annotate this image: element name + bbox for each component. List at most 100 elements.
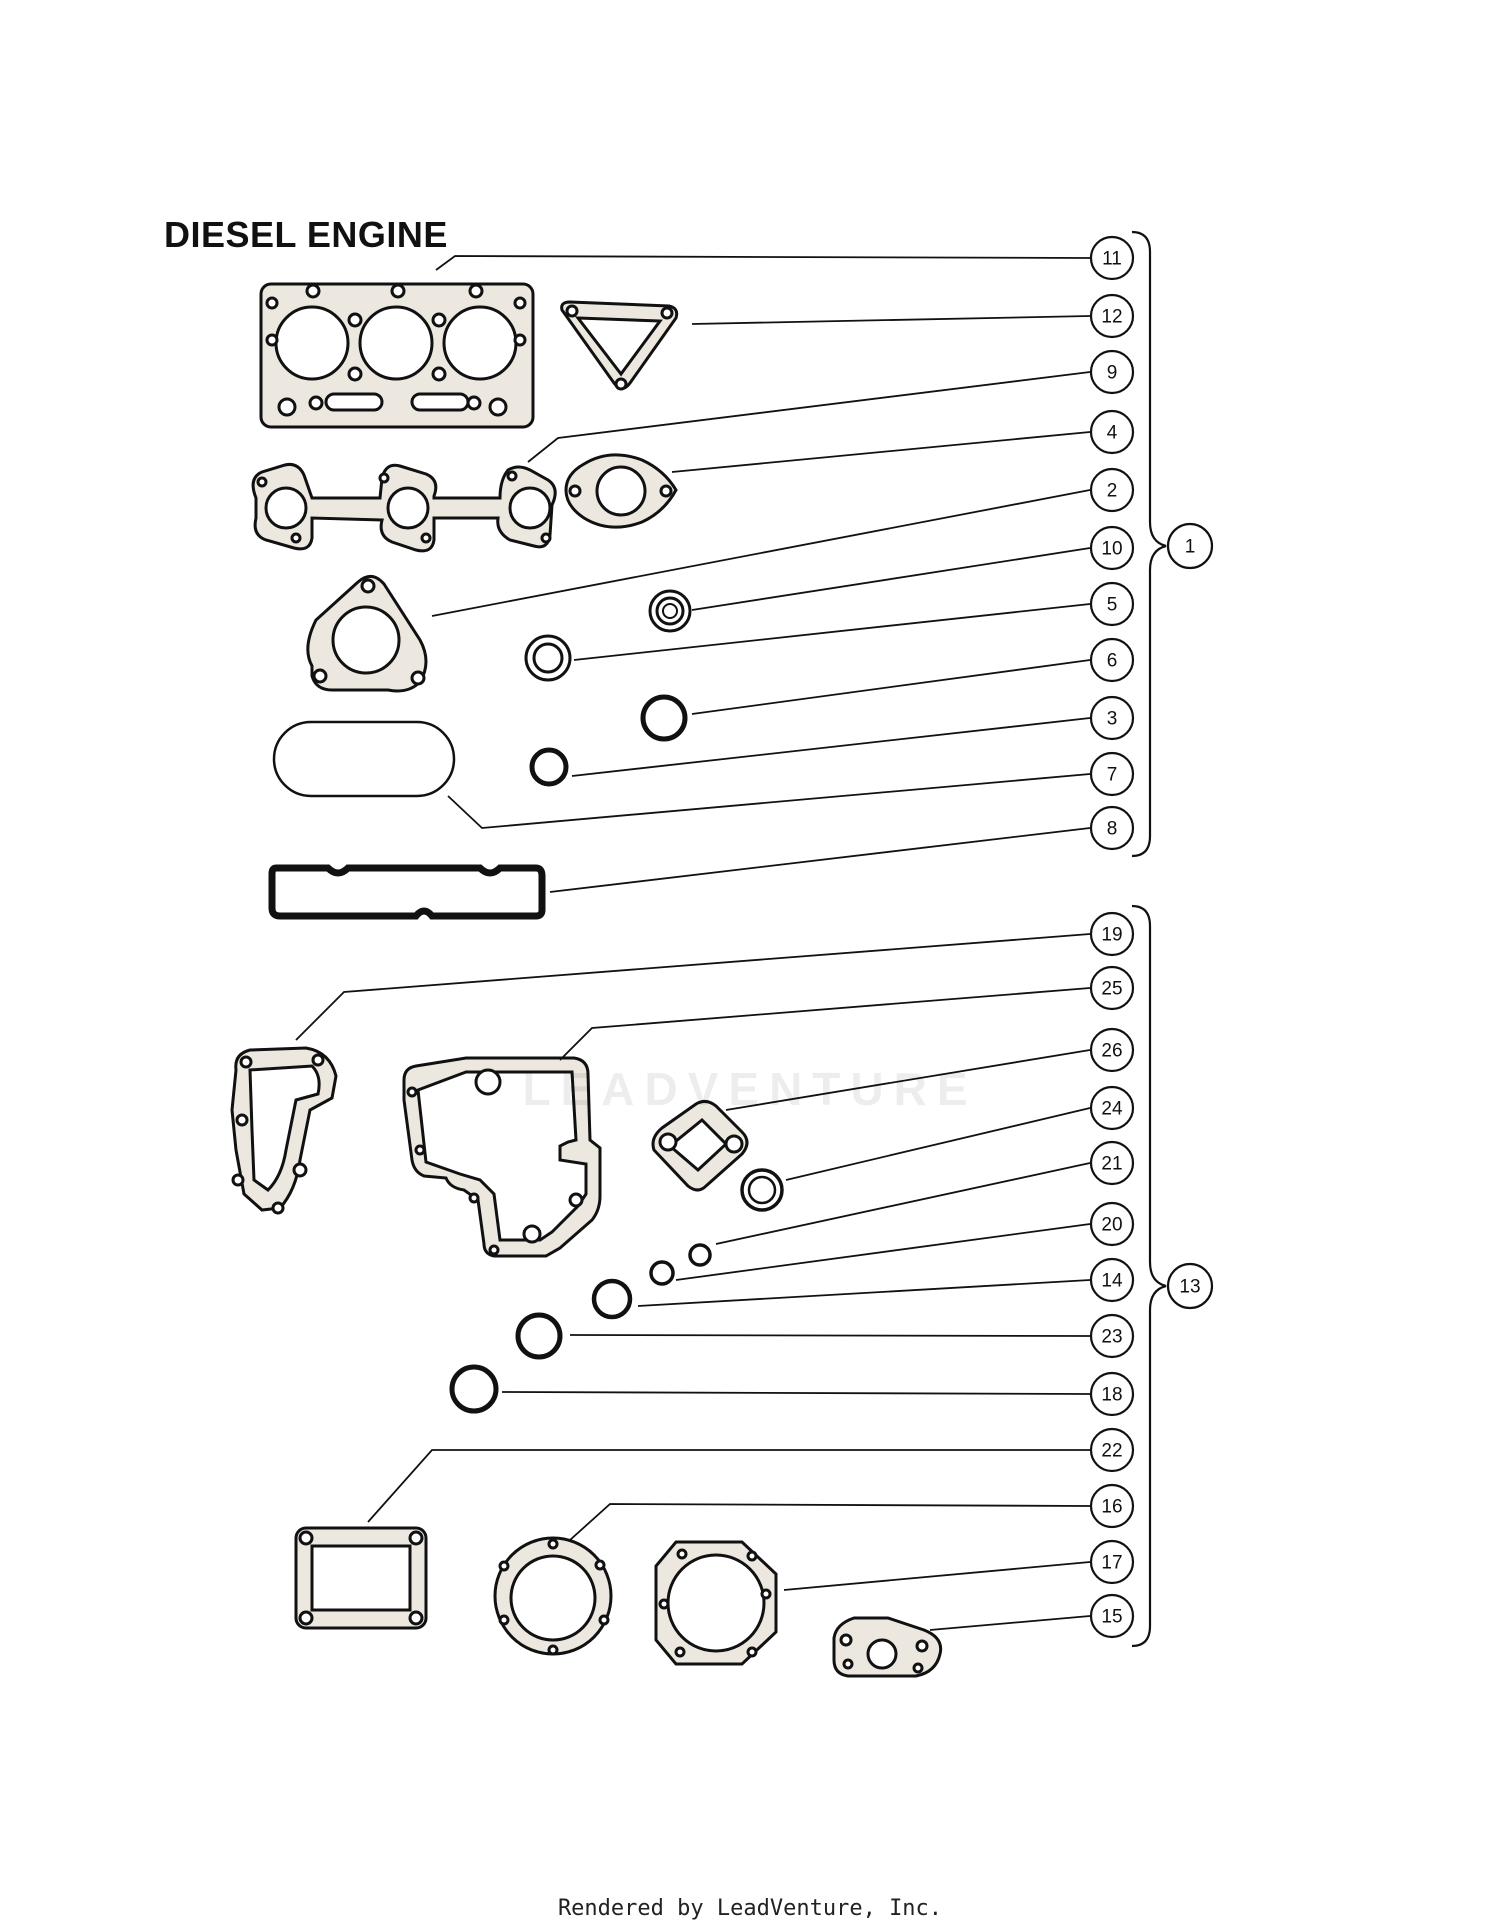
callout-10: 10 [1089, 525, 1135, 571]
callout-label: 22 [1101, 1441, 1122, 1462]
callout-label: 11 [1102, 249, 1122, 270]
footer-credit: Rendered by LeadVenture, Inc. [557, 1896, 943, 1921]
rocker-cover-gasket-icon [268, 864, 546, 920]
callout-label: 8 [1107, 819, 1118, 840]
callout-circle [1089, 1257, 1135, 1303]
water-pump-gasket-icon [306, 575, 428, 693]
callout-label: 17 [1101, 1553, 1122, 1574]
callout-25: 25 [1089, 965, 1135, 1011]
callout-26: 26 [1089, 1027, 1135, 1073]
callout-circle [1089, 1085, 1135, 1131]
callout-circle [1089, 349, 1135, 395]
callout-23: 23 [1089, 1313, 1135, 1359]
callout-numbers: 11 12 9 4 2 10 5 6 3 7 8 19 25 26 24 21 20 14 23 18 22 16 17 15 [1089, 235, 1135, 1639]
callout-label: 6 [1107, 651, 1118, 672]
callout-21: 21 [1089, 1140, 1135, 1186]
flange-gasket-icon [564, 453, 678, 529]
triangle-gasket-icon [560, 300, 679, 391]
callout-circle [1089, 1539, 1135, 1585]
callout-5: 5 [1089, 581, 1135, 627]
callout-3: 3 [1089, 695, 1135, 741]
small-gasket-icon [832, 1616, 943, 1678]
o-ring-icon [529, 747, 569, 787]
callout-9: 9 [1089, 349, 1135, 395]
group-numbers: 1 13 [1166, 522, 1214, 1310]
callout-15: 15 [1089, 1593, 1135, 1639]
callout-circle [1089, 1427, 1135, 1473]
group-callout-label: 1 [1185, 537, 1196, 558]
o-ring-icon [649, 1260, 675, 1286]
callout-label: 5 [1107, 595, 1118, 616]
callout-label: 7 [1107, 765, 1118, 786]
group-callout-circle [1166, 522, 1214, 570]
callout-label: 3 [1107, 709, 1118, 730]
callout-circle [1089, 1140, 1135, 1186]
callout-circle [1089, 637, 1135, 683]
callout-label: 21 [1101, 1154, 1122, 1175]
group-callout-13: 13 [1166, 1262, 1214, 1310]
callout-8: 8 [1089, 805, 1135, 851]
callout-circle [1089, 1371, 1135, 1417]
callout-label: 9 [1107, 363, 1118, 384]
housing-gasket-icon [654, 1540, 778, 1666]
callout-label: 15 [1101, 1607, 1122, 1628]
callout-circle [1089, 235, 1135, 281]
callout-16: 16 [1089, 1483, 1135, 1529]
callout-label: 20 [1101, 1215, 1122, 1236]
diagram-title: DIESEL ENGINE [164, 214, 448, 255]
o-ring-icon [515, 1312, 563, 1360]
callout-label: 18 [1101, 1385, 1122, 1406]
oil-seal-icon [648, 589, 692, 633]
callout-circle [1089, 805, 1135, 851]
callout-circle [1089, 467, 1135, 513]
callout-11: 11 [1089, 235, 1135, 281]
manifold-gasket-icon [251, 463, 557, 553]
diamond-gasket-icon [651, 1099, 749, 1192]
group-callout-circle [1166, 1262, 1214, 1310]
callout-label: 25 [1101, 979, 1122, 1000]
callout-label: 26 [1101, 1041, 1122, 1062]
callout-19: 19 [1089, 911, 1135, 957]
callout-circle [1089, 1201, 1135, 1247]
o-ring-icon [591, 1278, 633, 1320]
callout-label: 14 [1101, 1271, 1123, 1292]
o-ring-icon [688, 1243, 712, 1267]
callout-20: 20 [1089, 1201, 1135, 1247]
group-13-brace [1131, 904, 1167, 1648]
callout-circle [1089, 1027, 1135, 1073]
leader-lines [295, 255, 1091, 1631]
o-ring-icon [449, 1364, 499, 1414]
callout-18: 18 [1089, 1371, 1135, 1417]
callout-label: 4 [1107, 423, 1118, 444]
callout-label: 19 [1101, 925, 1122, 946]
callout-7: 7 [1089, 751, 1135, 797]
gear-case-gasket-icon [402, 1056, 602, 1258]
round-flange-gasket-icon [493, 1536, 613, 1656]
cylinder-head-gasket-icon [259, 282, 535, 429]
callout-22: 22 [1089, 1427, 1135, 1473]
callout-24: 24 [1089, 1085, 1135, 1131]
cover-gasket-icon [294, 1526, 428, 1630]
washer-seal-icon [740, 1168, 784, 1212]
callout-label: 2 [1107, 481, 1118, 502]
watermark-text: LEADVENTURE [522, 1063, 978, 1115]
callout-circle [1089, 695, 1135, 741]
callout-6: 6 [1089, 637, 1135, 683]
callout-circle [1089, 581, 1135, 627]
callout-circle [1089, 1483, 1135, 1529]
callout-12: 12 [1089, 293, 1135, 339]
callout-circle [1089, 965, 1135, 1011]
callout-2: 2 [1089, 467, 1135, 513]
callout-14: 14 [1089, 1257, 1135, 1303]
group-callout-1: 1 [1166, 522, 1214, 570]
callout-4: 4 [1089, 409, 1135, 455]
o-ring-icon [640, 694, 688, 742]
callout-label: 10 [1101, 539, 1122, 560]
callout-circle [1089, 1593, 1135, 1639]
callout-label: 23 [1101, 1327, 1122, 1348]
callout-circle [1089, 751, 1135, 797]
group-callout-label: 13 [1179, 1277, 1200, 1298]
callout-label: 12 [1101, 307, 1122, 328]
callout-label: 16 [1101, 1497, 1122, 1518]
